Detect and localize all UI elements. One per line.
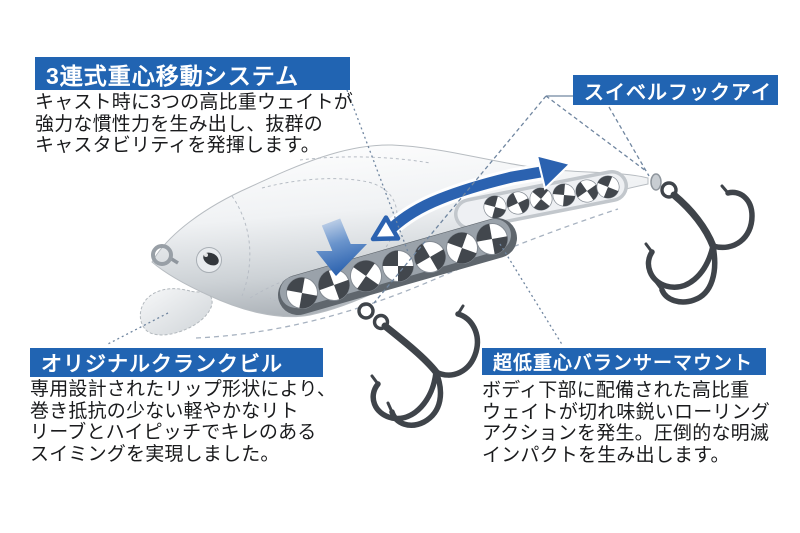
leader-balancer xyxy=(499,243,564,347)
weight-transfer-description: キャスト時に3つの高比重ウェイトが 強力な慣性力を生み出し、抜群の キャスタビリ… xyxy=(35,92,353,157)
return-arrowhead xyxy=(370,215,401,242)
balancer-mount-description: ボディ下部に配備された高比重 ウェイトが切れ味鋭いローリング アクションを発生。… xyxy=(482,380,771,466)
lure-eye xyxy=(196,247,222,273)
leader-lines xyxy=(105,89,650,347)
leader-swivel-belly xyxy=(373,95,547,304)
crank-bill xyxy=(139,288,213,336)
cast-arrowhead xyxy=(535,154,572,191)
drop-arrow xyxy=(316,218,367,276)
leader-weight-transfer xyxy=(346,89,409,253)
weight-transfer-callout: 3連式重心移動システム xyxy=(35,57,350,90)
balancer-mount-callout: 超低重心バランサーマウント xyxy=(482,348,766,375)
swivel-hook-eye-callout: スイベルフックアイ xyxy=(573,75,778,105)
leader-crank-bill xyxy=(105,312,169,346)
crank-bill-callout: オリジナルクランクビル xyxy=(30,348,323,377)
tail-swivel xyxy=(650,173,662,191)
belly-treble-hook xyxy=(357,302,481,428)
leader-swivel-tail2 xyxy=(608,106,650,177)
balancer-mount-title: 超低重心バランサーマウント xyxy=(482,348,766,375)
weight-transfer-title: 3連式重心移動システム xyxy=(35,57,350,90)
swivel-hook-eye-title: スイベルフックアイ xyxy=(573,75,778,105)
crank-bill-description: 専用設計されたリップ形状により、 巻き抵抗の少ない軽やかなリト リーブとハイピッ… xyxy=(30,379,337,465)
ghost-outline-line xyxy=(195,208,619,339)
tail-treble-hook xyxy=(644,181,755,305)
weight-transfer-arrow xyxy=(370,154,572,242)
crank-bill-title: オリジナルクランクビル xyxy=(30,348,323,377)
leader-swivel-tail xyxy=(545,95,647,172)
line-tie-ring xyxy=(151,244,179,266)
